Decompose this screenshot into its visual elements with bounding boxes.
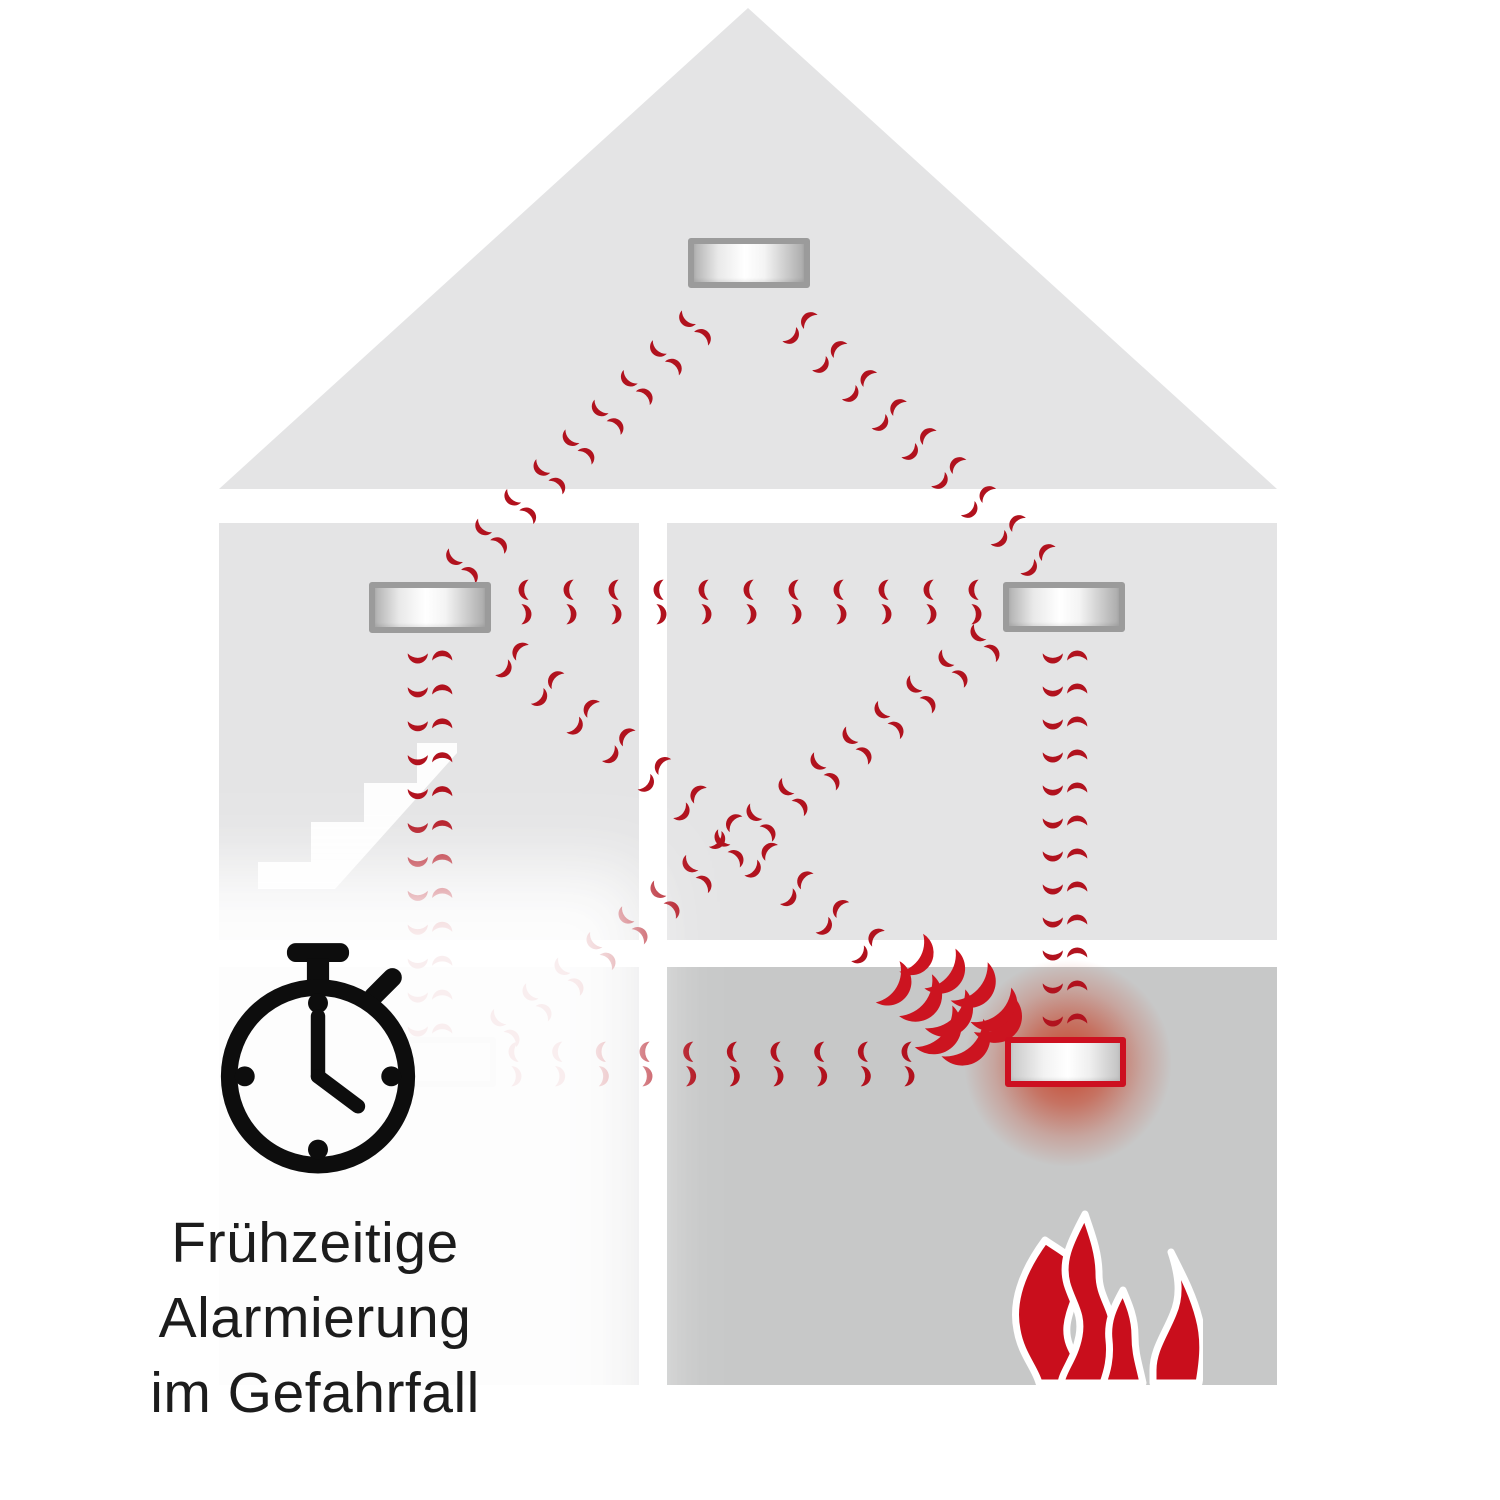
- caption-line-3: im Gefahrfall: [150, 1361, 480, 1425]
- caption-line-2: Alarmierung: [158, 1286, 472, 1350]
- smoke-detector-upper-right: [1003, 582, 1125, 632]
- fire-icon: [1011, 1210, 1203, 1386]
- smoke-detector-upper-left: [369, 582, 491, 633]
- caption: Frühzeitige Alarmierung im Gefahrfall: [30, 1206, 600, 1431]
- smoke-detector-alarm: [1005, 1037, 1126, 1087]
- stopwatch-icon: [220, 943, 416, 1174]
- caption-line-1: Frühzeitige: [171, 1211, 459, 1275]
- smoke-detector-attic: [688, 238, 810, 288]
